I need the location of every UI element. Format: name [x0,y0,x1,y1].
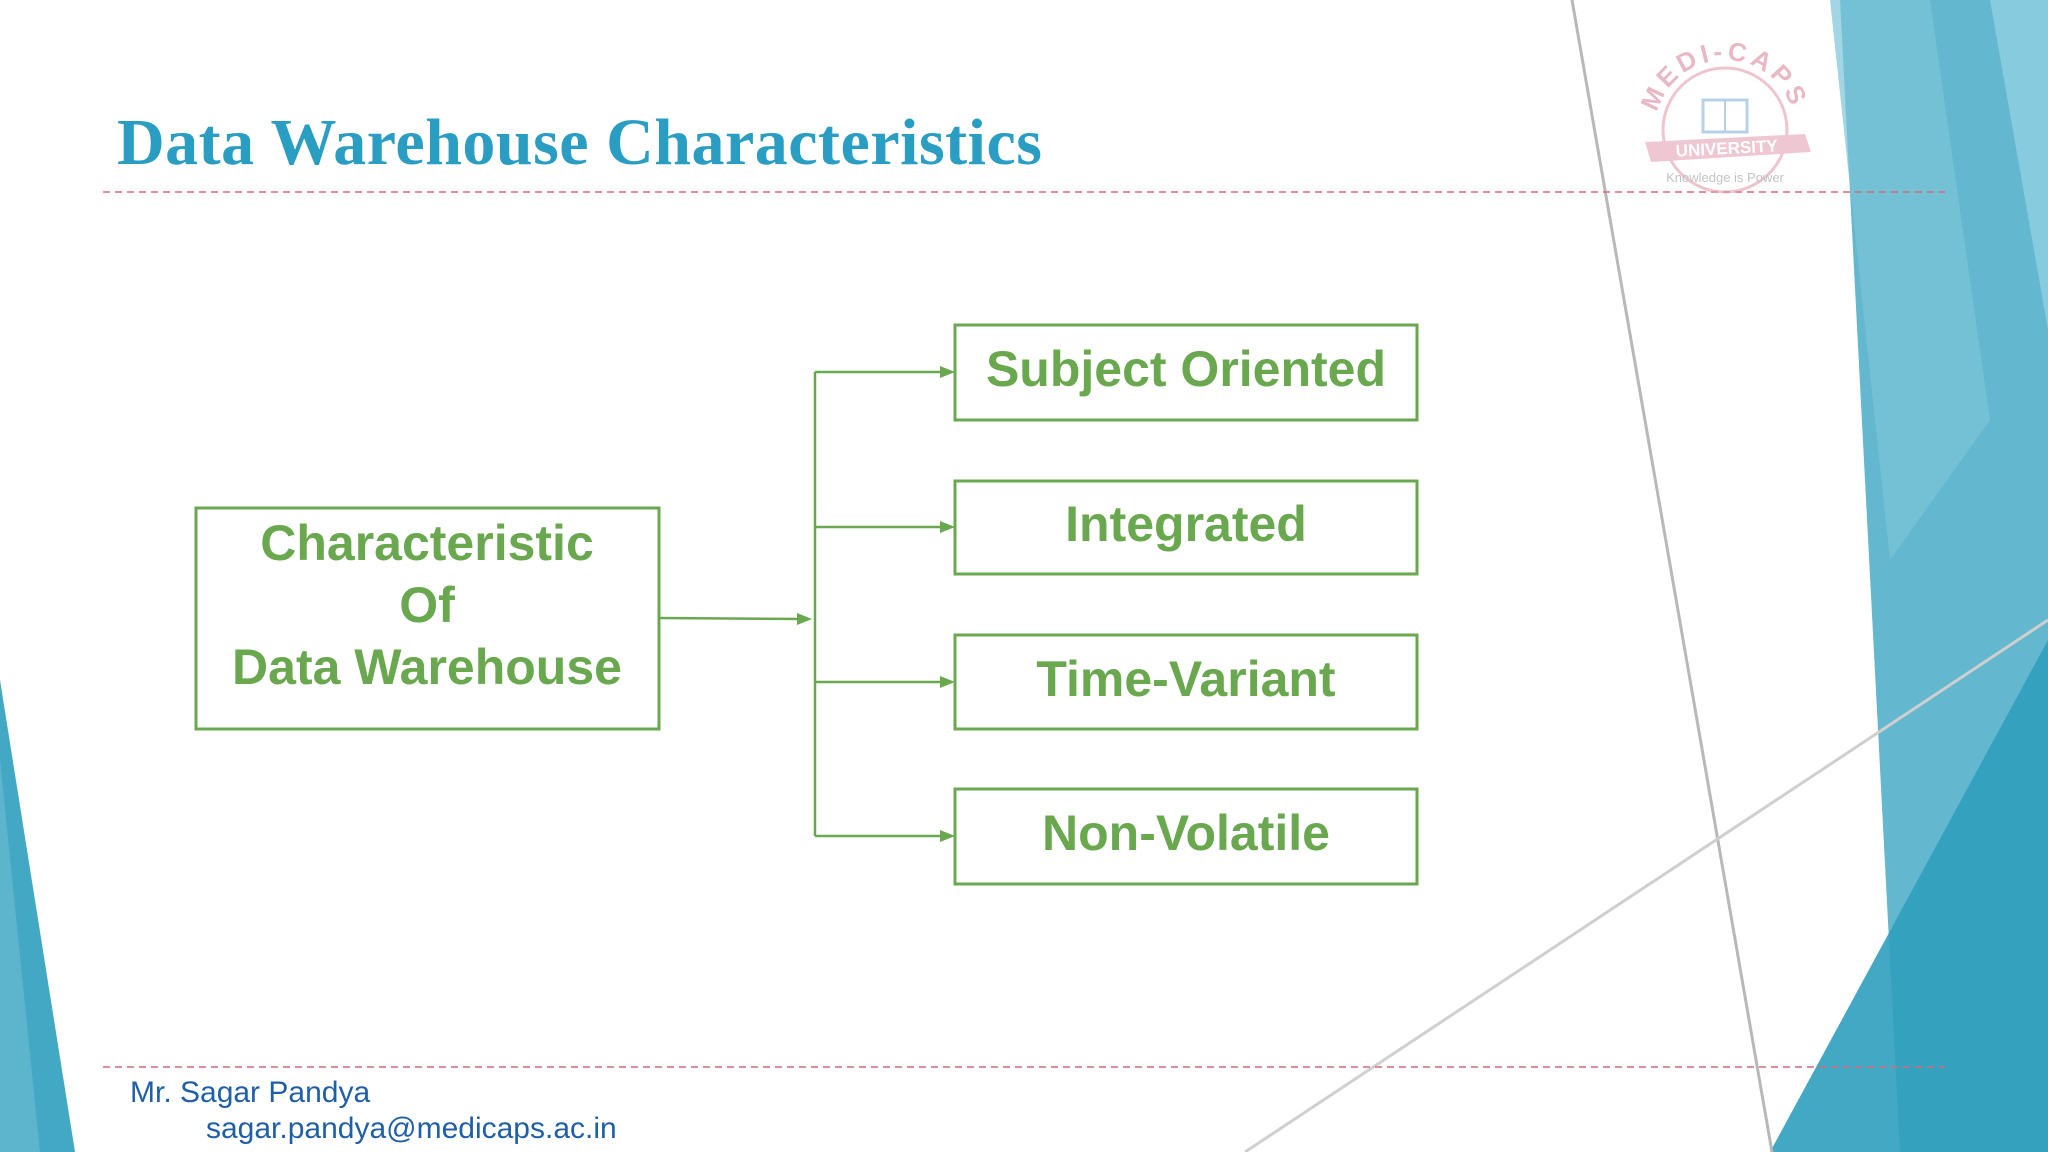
arrowhead-4 [940,830,955,842]
main-box-line-2: Of [399,577,455,633]
svg-text:Knowledge is Power: Knowledge is Power [1666,170,1784,185]
right-panel-bottom [1770,640,2048,1152]
arrowhead-1 [940,366,955,378]
slide-title: Data Warehouse Characteristics [117,106,1043,179]
box-subject-oriented [953,323,1419,422]
arrowhead-2 [940,521,955,533]
connector-main [658,616,806,621]
box-integrated [953,479,1419,576]
characteristic-time-variant: Time-Variant [1036,651,1336,707]
footer-author: Mr. Sagar Pandya [130,1076,371,1109]
right-panel-light [1830,0,1990,560]
diagonal-line-2 [1244,618,2048,1152]
main-box-line-3: Data Warehouse [232,639,622,695]
arrowhead-main [797,613,812,625]
box-non-volatile [953,787,1419,886]
main-box-label: Characteristic Of Data Warehouse [196,512,658,698]
characteristic-subject-oriented: Subject Oriented [985,341,1387,397]
left-wedge-light [0,760,40,1152]
svg-text:UNIVERSITY: UNIVERSITY [1675,136,1779,160]
logo-ring [1661,66,1789,194]
university-logo: MEDI-CAPS UNIVERSITY Knowledge is Power [1634,36,1811,194]
main-box-line-1: Characteristic [260,515,594,571]
arrowhead-3 [940,676,955,688]
logo-banner [1645,134,1811,162]
footer-email: sagar.pandya@medicaps.ac.in [206,1112,617,1145]
right-panel-corner [1990,0,2048,330]
characteristic-non-volatile: Non-Volatile [1042,805,1330,861]
characteristic-integrated: Integrated [1065,496,1307,552]
